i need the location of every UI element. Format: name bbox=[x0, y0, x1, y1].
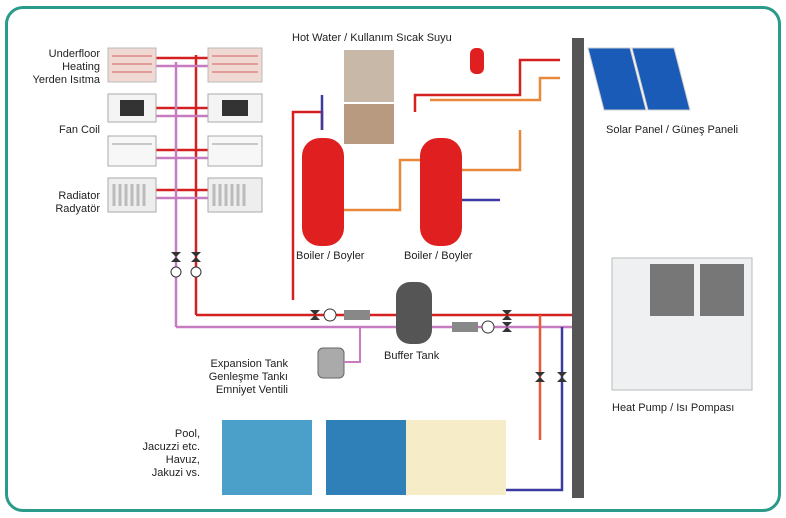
heat-pump-label: Heat Pump / Isı Pompası bbox=[612, 402, 735, 414]
expansion-tank bbox=[317, 347, 345, 379]
boiler-tank-1 bbox=[302, 138, 344, 246]
building-wall bbox=[572, 38, 584, 498]
radiator-icon bbox=[107, 177, 263, 213]
emitter-return-pipes bbox=[155, 62, 572, 329]
expansion-tank-label: Expansion Tank Genleşme Tankı Emniyet Ve… bbox=[208, 358, 288, 396]
hot-water-label: Hot Water / Kullanım Sıcak Suyu bbox=[292, 32, 452, 44]
boiler-tank-2 bbox=[420, 138, 462, 246]
heat-pump-unit-icon bbox=[611, 257, 753, 391]
solar-expansion-tank bbox=[470, 48, 484, 74]
gate-valve-icon[interactable] bbox=[171, 252, 201, 262]
boiler-1-label: Boiler / Boyler bbox=[296, 250, 365, 262]
main-loop-components[interactable] bbox=[310, 308, 512, 334]
solar-panel-icon bbox=[587, 47, 691, 111]
fan-coil-label: Fan Coil bbox=[59, 124, 100, 136]
floor-fan-coil-icon bbox=[107, 135, 263, 167]
underfloor-heating-icon bbox=[107, 47, 263, 83]
pool-photo-person bbox=[222, 420, 312, 495]
pool-photo-aerial bbox=[326, 420, 406, 495]
pool-label: Pool, Jacuzzi etc. Havuz, Jakuzi vs. bbox=[142, 428, 200, 479]
buffer-tank-label: Buffer Tank bbox=[384, 350, 440, 362]
boiler-2-label: Boiler / Boyler bbox=[404, 250, 473, 262]
buffer-tank bbox=[396, 282, 432, 344]
solar-panel-label: Solar Panel / Güneş Paneli bbox=[606, 124, 739, 136]
pool-equipment-diagram bbox=[406, 420, 506, 495]
ceiling-cassette-fan-coil-icon bbox=[107, 93, 263, 123]
diagram-frame bbox=[5, 6, 781, 512]
boiler-pipes bbox=[291, 58, 560, 300]
underfloor-label: Underfloor Heating Yerden Isıtma bbox=[32, 48, 100, 86]
radiator-label: Radiator Radyatör bbox=[55, 190, 100, 215]
pool-valves[interactable] bbox=[535, 372, 567, 382]
faucet-photo bbox=[344, 104, 394, 144]
shower-photo bbox=[344, 50, 394, 102]
pressure-gauge-icon bbox=[170, 266, 202, 278]
